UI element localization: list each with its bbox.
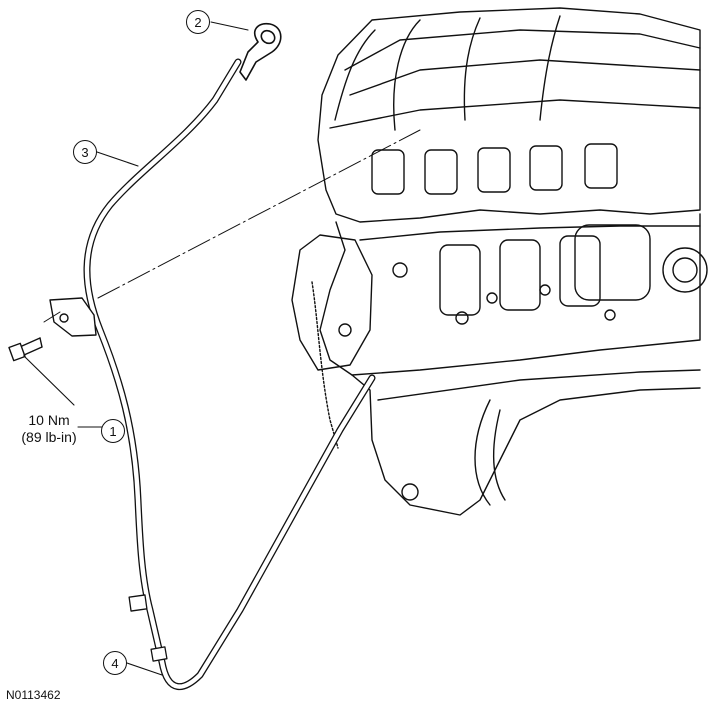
torque-imperial: (89 lb-in) — [21, 429, 77, 445]
dipstick-handle — [239, 22, 282, 81]
callout-3: 3 — [73, 140, 97, 164]
callout-2: 2 — [186, 10, 210, 34]
callout-1: 1 — [101, 419, 125, 443]
center-lines — [43, 129, 421, 323]
oil-level-indicator-tube — [83, 58, 376, 691]
torque-spec: 10 Nm (89 lb-in) — [14, 412, 84, 446]
bracket-bolt — [8, 337, 43, 362]
figure-id: N0113462 — [6, 688, 61, 702]
engine-assembly — [291, 7, 708, 516]
leader-lines — [23, 21, 249, 676]
tube-mounting-bracket — [49, 297, 97, 337]
callout-4: 4 — [103, 651, 127, 675]
torque-metric: 10 Nm — [28, 412, 70, 428]
